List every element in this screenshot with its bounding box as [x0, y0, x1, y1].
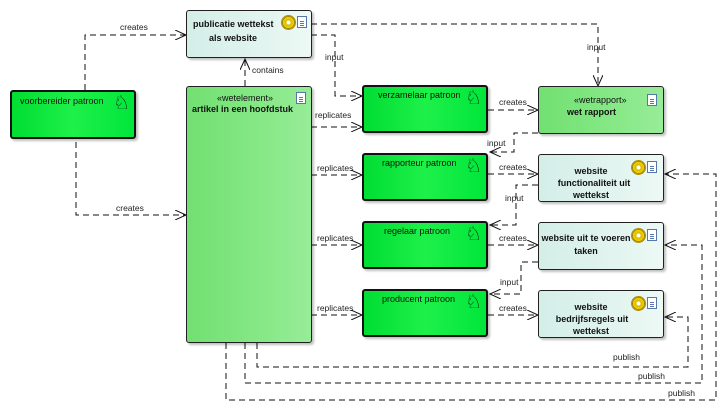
- node-title-line2: bedrijfsregels uit: [555, 314, 629, 324]
- edge-label-input: input: [325, 52, 344, 62]
- edge-input-wetrapport: [311, 23, 598, 86]
- gear-icon: [632, 297, 645, 310]
- document-icon: [647, 297, 657, 309]
- node-title: artikel in een hoofdstuk: [192, 104, 294, 114]
- edge-label-creates: creates: [499, 97, 527, 107]
- edge-input-regelaar: [490, 184, 538, 225]
- node-publicatie-wettekst[interactable]: publicatie wettekst als website: [186, 10, 312, 58]
- gear-icon: [632, 229, 645, 242]
- edge-label-input: input: [500, 277, 519, 287]
- edge-creates-artikel: [75, 142, 186, 215]
- node-title-line3: wettekst: [572, 190, 609, 200]
- node-website-functionaliteit[interactable]: website functionaliteit uit wettekst: [538, 154, 664, 202]
- chess-knight-icon: ♘: [464, 88, 482, 109]
- edge-label-input: input: [487, 138, 506, 148]
- edge-publish-bedrijfsregels: [256, 317, 689, 368]
- edge-label-input: input: [505, 193, 524, 203]
- chess-knight-icon: ♘: [112, 93, 130, 114]
- document-icon: [647, 161, 657, 173]
- node-title-line2: als website: [209, 33, 258, 43]
- document-icon: [296, 92, 306, 104]
- node-title-line2: taken: [574, 246, 598, 256]
- chess-knight-icon: ♘: [464, 292, 482, 313]
- edge-label-replicates: replicates: [317, 233, 354, 243]
- edge-label-publish: publish: [613, 352, 640, 362]
- node-website-bedrijfsregels[interactable]: website bedrijfsregels uit wettekst: [538, 290, 664, 338]
- node-title: producent patroon: [382, 294, 456, 304]
- edge-label-creates: creates: [499, 162, 527, 172]
- node-title-line2: functionaliteit uit: [557, 178, 631, 188]
- node-title: wet rapport: [567, 107, 617, 117]
- edge-label-replicates: replicates: [317, 303, 354, 313]
- node-title: voorbereider patroon: [20, 96, 104, 106]
- edge-label-input: input: [587, 42, 606, 52]
- edge-creates-publicatie: [84, 35, 186, 90]
- node-title-line1: website: [574, 166, 608, 176]
- chess-knight-icon: ♘: [464, 156, 482, 177]
- node-title: regelaar patroon: [384, 226, 451, 236]
- node-title: verzamelaar patroon: [378, 90, 461, 100]
- edge-label-publish: publish: [638, 371, 665, 381]
- node-wet-rapport[interactable]: «wetrapport» wet rapport: [538, 86, 664, 134]
- edge-label-replicates: replicates: [317, 163, 354, 173]
- edge-input-verzamelaar: [311, 34, 362, 96]
- node-stereotype: «wetrapport»: [574, 95, 627, 105]
- node-title-line1: website uit te voeren: [541, 233, 631, 243]
- edge-label-creates: creates: [120, 22, 148, 32]
- edge-label-replicates: replicates: [315, 110, 352, 120]
- node-website-taken[interactable]: website uit te voeren taken: [538, 222, 664, 270]
- edge-label-contains: contains: [252, 65, 284, 75]
- document-icon: [647, 94, 657, 106]
- node-voorbereider-patroon[interactable]: voorbereider patroon ♘: [10, 90, 136, 139]
- chess-knight-icon: ♘: [464, 224, 482, 245]
- edge-input-producent: [490, 261, 538, 294]
- gear-icon: [282, 16, 295, 29]
- node-regelaar-patroon[interactable]: regelaar patroon ♘: [362, 221, 488, 269]
- node-title-line1: website: [574, 302, 608, 312]
- node-title: rapporteur patroon: [382, 158, 457, 168]
- edge-label-creates: creates: [499, 303, 527, 313]
- edge-label-creates: creates: [116, 203, 144, 213]
- node-producent-patroon[interactable]: producent patroon ♘: [362, 289, 488, 337]
- edge-label-publish: publish: [668, 388, 695, 398]
- node-rapporteur-patroon[interactable]: rapporteur patroon ♘: [362, 153, 488, 201]
- edge-label-creates: creates: [499, 233, 527, 243]
- node-title-line1: publicatie wettekst: [193, 19, 274, 29]
- node-artikel-in-een-hoofdstuk[interactable]: «wetelement» artikel in een hoofdstuk: [186, 86, 312, 343]
- node-verzamelaar-patroon[interactable]: verzamelaar patroon ♘: [362, 85, 488, 133]
- document-icon: [297, 16, 307, 28]
- edge-publish-functionaliteit: [225, 174, 717, 401]
- node-title-line3: wettekst: [572, 326, 609, 336]
- node-stereotype: «wetelement»: [217, 93, 274, 103]
- edge-input-rapporteur: [490, 132, 538, 152]
- document-icon: [647, 229, 657, 241]
- gear-icon: [632, 161, 645, 174]
